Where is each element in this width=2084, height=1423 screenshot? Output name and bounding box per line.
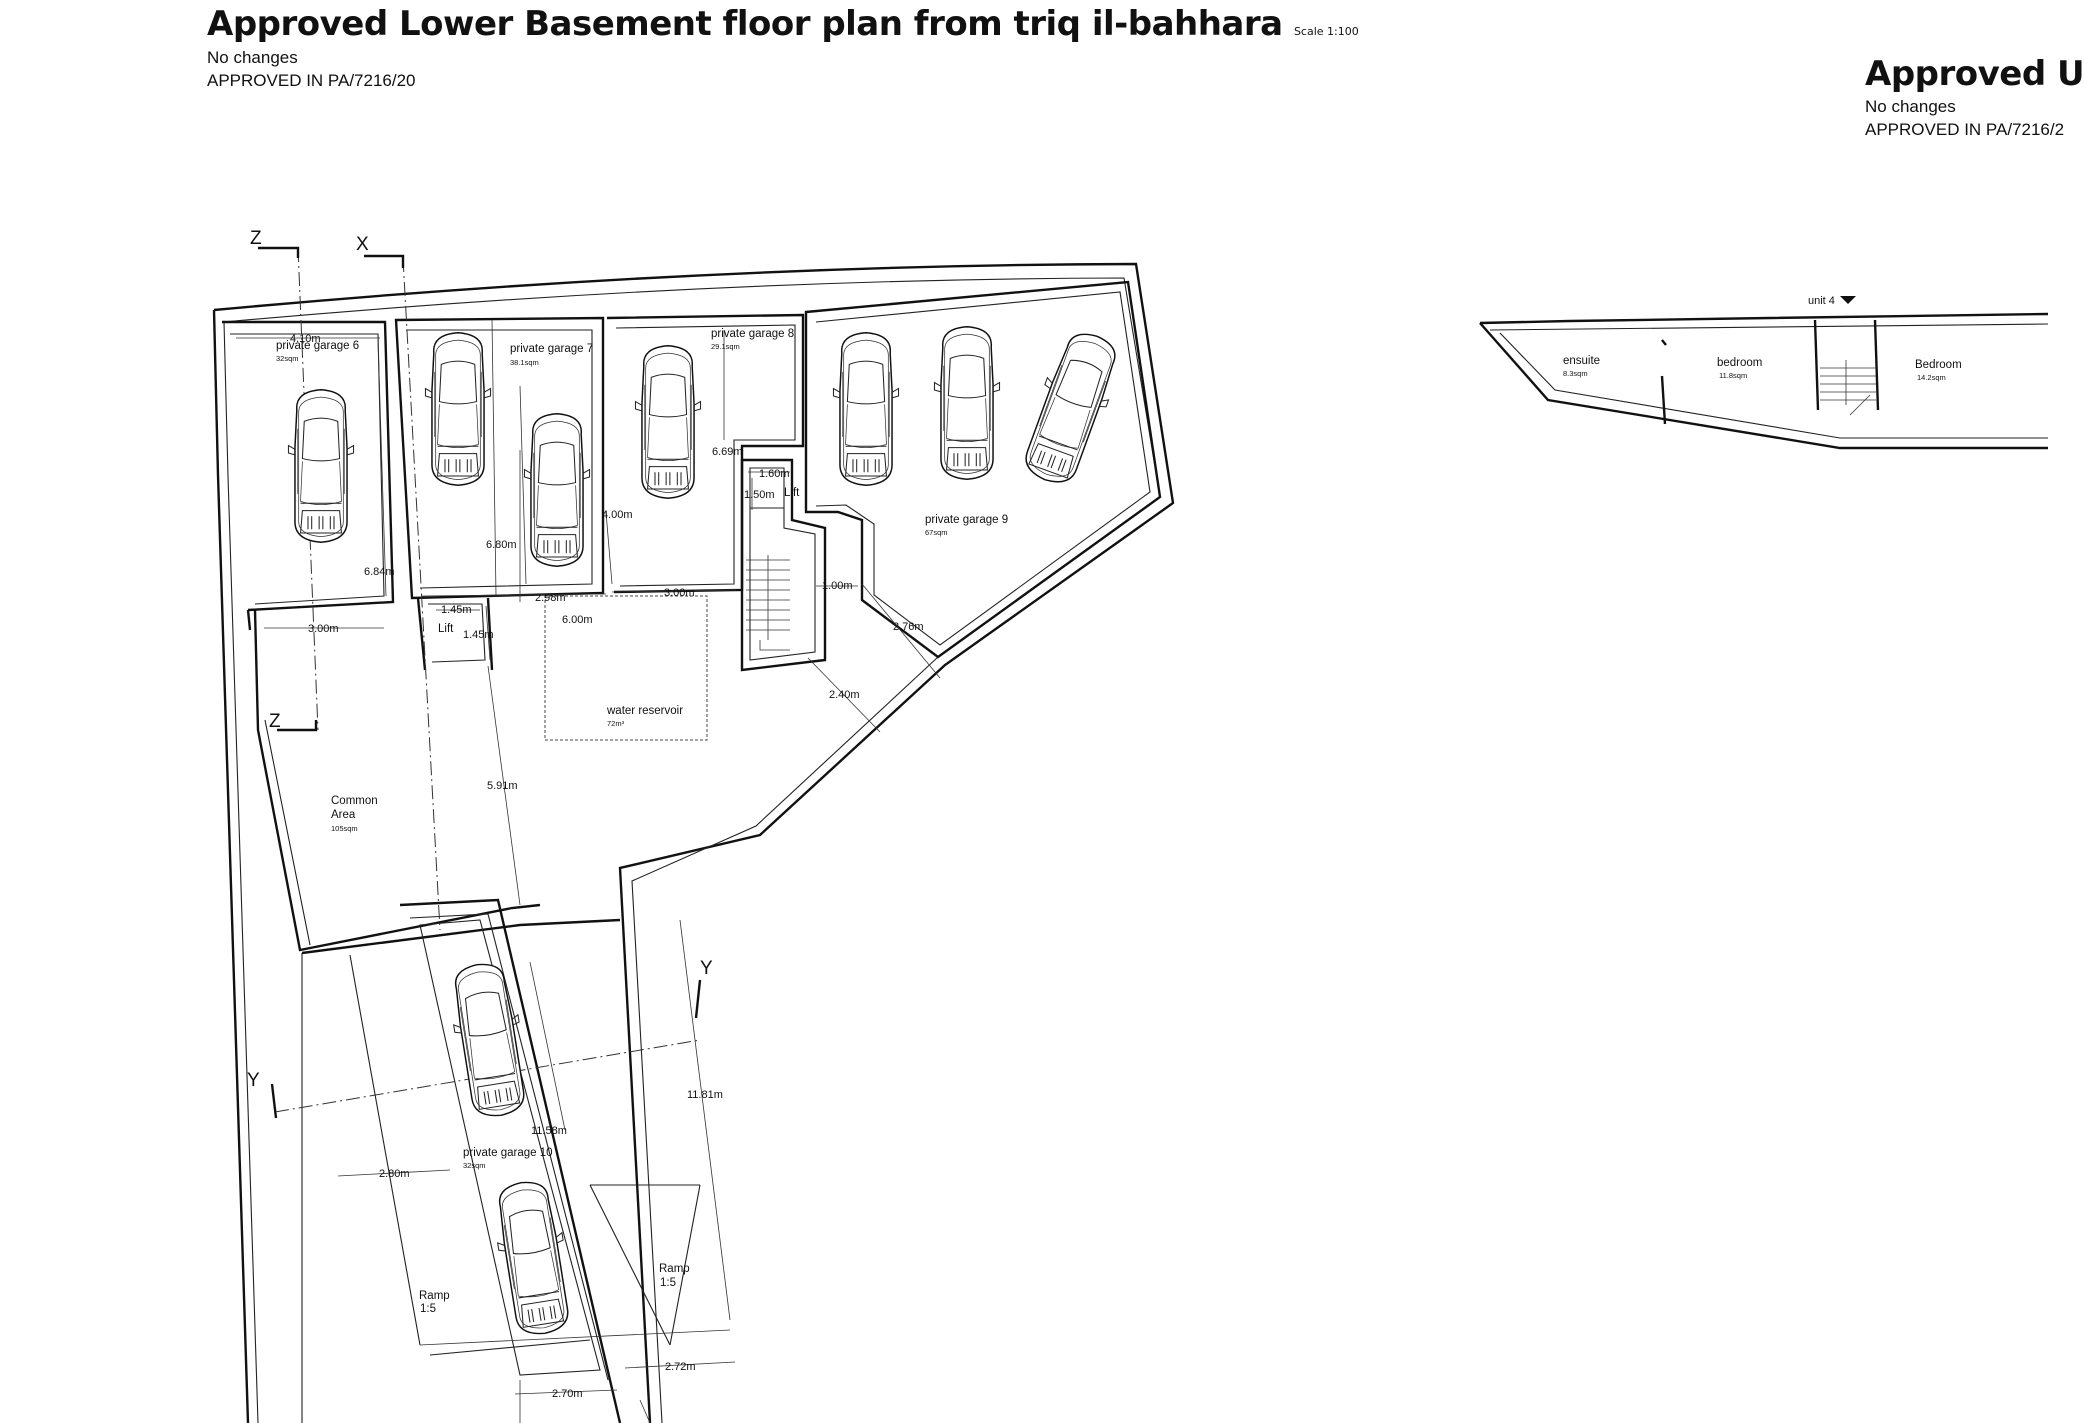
car-garage-9a — [832, 331, 900, 487]
section-marker-y: Y — [247, 1070, 260, 1091]
unit-label: unit 4 — [1808, 295, 1835, 307]
section-marker-z: Z — [250, 228, 262, 249]
garage-10-walls — [349, 898, 731, 1423]
ramp-right-label: Ramp — [659, 1263, 690, 1275]
car-garage-7b — [523, 412, 591, 568]
common-area-label-1: Common — [331, 795, 378, 807]
water-reservoir-volume: 72m³ — [607, 719, 625, 728]
garage-7-label: private garage 7 — [510, 343, 593, 355]
second-plan-title: Approved U — [1865, 54, 2084, 94]
dim-label: 2.70m — [552, 1388, 583, 1400]
car-garage-9b — [933, 325, 1001, 481]
second-plan-note: No changes — [1865, 97, 1956, 116]
garage-10-area: 32sqm — [463, 1161, 486, 1170]
left-lift — [416, 597, 494, 671]
dim-label: 1.60m — [759, 468, 790, 480]
dim-label: 3.00m — [664, 587, 695, 599]
garage-6-walls — [222, 320, 395, 631]
bedroom-2-area: 14.2sqm — [1917, 373, 1946, 382]
plan-scale: Scale 1:100 — [1293, 25, 1359, 38]
dim-label: 6.69m — [712, 446, 743, 458]
bedroom-2-label: Bedroom — [1915, 359, 1962, 371]
stair-core — [740, 458, 827, 672]
garage-9-label: private garage 9 — [925, 514, 1008, 526]
plan-title-text: Approved Lower Basement floor plan from … — [207, 4, 1283, 44]
dim-label: 6.84m — [364, 566, 395, 578]
dim-label: 3.00m — [308, 623, 339, 635]
dim-label: 1.00m — [822, 580, 853, 592]
plan-note: No changes — [207, 48, 298, 67]
dim-label: 1.50m — [744, 489, 775, 501]
dim-label: 4.00m — [602, 509, 633, 521]
ensuite-label: ensuite — [1563, 355, 1600, 367]
bedroom-label: bedroom — [1717, 357, 1762, 369]
car-garage-8 — [634, 344, 702, 500]
dim-label: 2.40m — [829, 689, 860, 701]
dim-label: 1.45m — [441, 604, 472, 616]
dim-label: 11.58m — [531, 1125, 567, 1137]
cars — [287, 324, 1129, 1340]
ramp-left-label: Ramp — [419, 1290, 450, 1302]
plan-title: Approved Lower Basement floor plan from … — [207, 4, 1359, 44]
dim-label: 2.98m — [535, 592, 566, 604]
garage-7-area: 38.1sqm — [510, 358, 539, 367]
section-marker-y: Y — [700, 958, 713, 979]
dim-label: 1.45m — [463, 629, 494, 641]
common-area-size: 105sqm — [331, 824, 358, 833]
common-area-label-2: Area — [331, 809, 356, 821]
garage-8-walls — [606, 313, 805, 594]
water-reservoir-outline — [544, 595, 708, 741]
plan-approval: APPROVED IN PA/7216/20 — [207, 71, 416, 90]
dimension-lines — [236, 330, 941, 1395]
water-reservoir-label: water reservoir — [606, 705, 683, 717]
section-marker-x: X — [356, 234, 369, 255]
garage-8-label: private garage 8 — [711, 328, 794, 340]
dim-label: 2.76m — [893, 621, 924, 633]
car-garage-7a — [424, 331, 492, 487]
dim-label: 6.80m — [486, 539, 517, 551]
second-plan-approval: APPROVED IN PA/7216/2 — [1865, 120, 2065, 139]
section-marker-z: Z — [269, 711, 281, 732]
garage-9-area: 67sqm — [925, 528, 948, 537]
outer-walls — [212, 262, 1175, 1423]
dim-label: 6.00m — [562, 614, 593, 626]
common-area-walls — [253, 609, 541, 952]
garage-9-walls — [804, 280, 1162, 659]
garage-7-walls — [394, 316, 605, 600]
ramp-right-ratio: 1:5 — [660, 1277, 676, 1289]
dim-label: 2.80m — [379, 1168, 410, 1180]
dim-label: 2.72m — [665, 1361, 696, 1373]
right-lift-label: Lift — [784, 487, 800, 499]
upper-plan-fragment: unit 4 ensuite 8.3sqm bedroom 11.8sqm Be… — [1479, 295, 2049, 450]
garage-8-area: 29.1sqm — [711, 342, 740, 351]
car-garage-9c — [1013, 324, 1129, 492]
dim-label: 11.81m — [687, 1089, 723, 1101]
ensuite-area: 8.3sqm — [1563, 369, 1588, 378]
dim-label: 4.10m — [290, 333, 321, 345]
bedroom-area: 11.8sqm — [1719, 371, 1747, 380]
garage-6-label: private garage 6 — [276, 340, 359, 352]
left-lift-label: Lift — [438, 623, 454, 635]
ramp-left-ratio: 1:5 — [420, 1303, 436, 1315]
garage-6-area: 32sqm — [276, 354, 299, 363]
car-garage-6 — [287, 388, 355, 544]
garage-10-label: private garage 10 — [463, 1147, 553, 1159]
car-garage-10b — [488, 1176, 578, 1340]
dim-label: 5.91m — [487, 780, 518, 792]
